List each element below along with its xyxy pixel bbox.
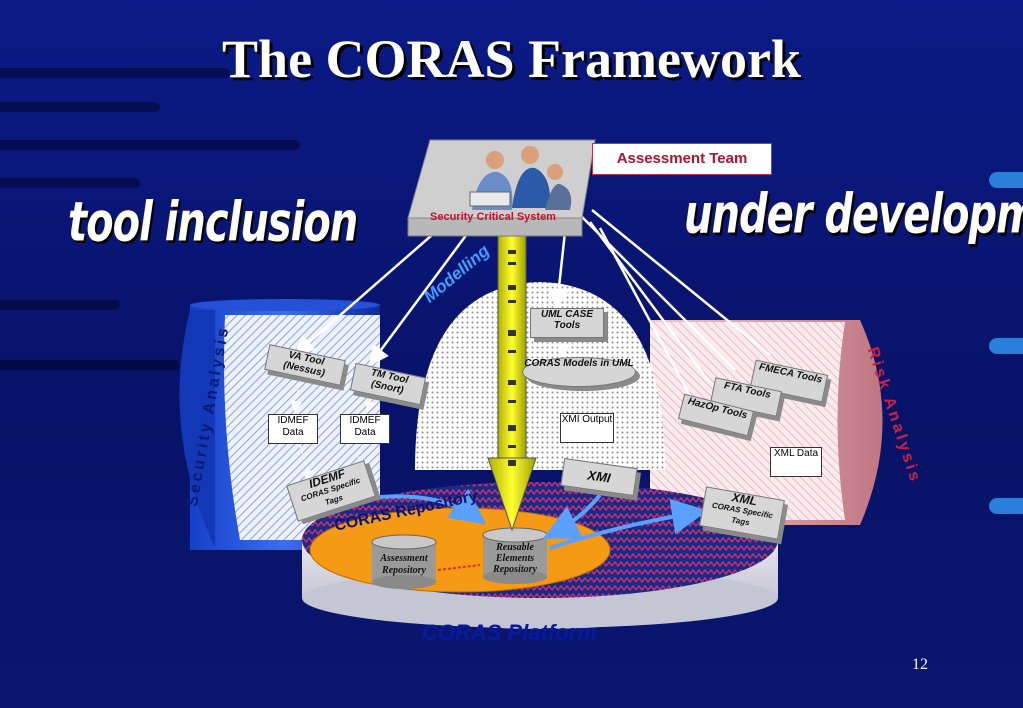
- under-development-label: under development: [684, 183, 1023, 247]
- bg-stripe: [0, 140, 300, 150]
- reusable-repository-cylinder: [482, 527, 548, 584]
- repository-inputs: [369, 488, 708, 550]
- bg-stripe: [0, 360, 180, 370]
- xmi-output-doc: XMI Output: [560, 413, 614, 443]
- right-edge-marker: [989, 172, 1023, 188]
- coras-models-ellipse: CORAS Models in UML: [522, 357, 636, 387]
- assessment-repository-cylinder: [371, 534, 437, 589]
- idmef-data-doc-1: IDMEF Data: [268, 414, 318, 444]
- reusable-elements-repository-label: Reusable Elements Repository: [493, 542, 537, 575]
- idmef-data-doc-2: IDMEF Data: [340, 414, 390, 444]
- uml-case-tools-box: UML CASE Tools: [530, 308, 604, 338]
- page-number: 12: [912, 656, 928, 673]
- tool-inclusion-label: tool inclusion: [68, 191, 358, 255]
- security-critical-system-label: Security Critical System: [430, 211, 556, 223]
- right-edge-marker: [989, 498, 1023, 514]
- bg-stripe: [0, 68, 230, 78]
- bg-stripe: [0, 300, 120, 310]
- assessment-repository-label: Assessment Repository: [380, 553, 428, 576]
- bg-stripe: [0, 102, 160, 112]
- system-links: [294, 209, 771, 406]
- coras-platform-label: CORAS Platform: [422, 620, 597, 645]
- right-edge-marker: [989, 338, 1023, 354]
- bg-stripe: [0, 178, 140, 188]
- repo-link: [437, 564, 481, 571]
- assessment-team-callout: Assessment Team: [592, 143, 772, 175]
- slide-title: The CORAS Framework: [222, 29, 801, 89]
- xml-data-doc: XML Data: [770, 447, 822, 477]
- security-critical-system: [407, 139, 596, 237]
- assessment-team-figures-icon: [469, 146, 572, 210]
- security-critical-arrow: [487, 235, 537, 532]
